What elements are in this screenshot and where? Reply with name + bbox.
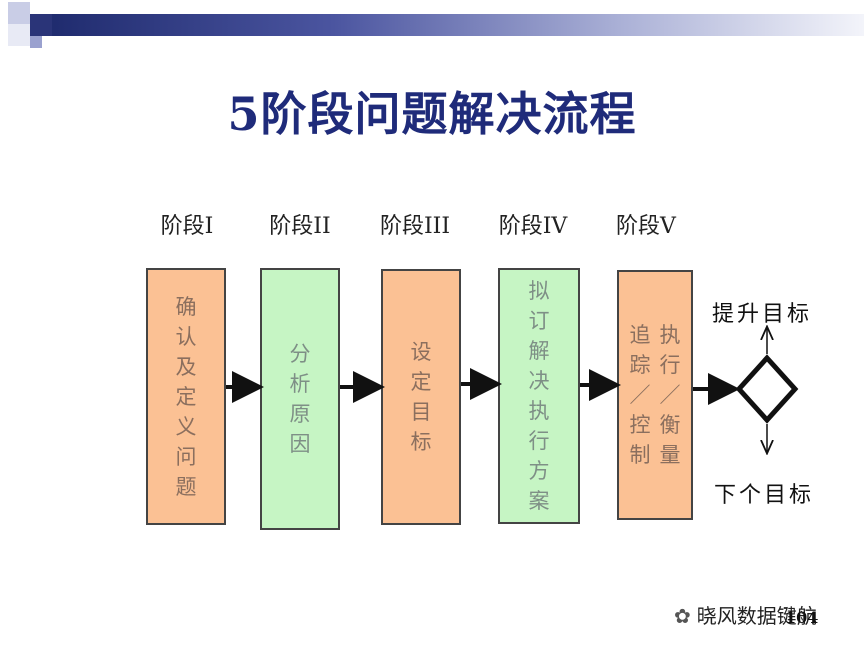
stage-box-5: 追踪／控制 执行／衡量 [617, 270, 693, 520]
stage-box-2: 分析原因 [260, 268, 340, 530]
stage-label-1: 阶段I [160, 214, 214, 239]
watermark: ✿晓风数据键航 [674, 600, 817, 629]
stage-text-3: 设定目标 [410, 340, 432, 454]
decision-down-label: 下个目标 [714, 483, 815, 508]
stage-text-2: 分析原因 [289, 342, 311, 456]
stage-label-4: 阶段IV [498, 214, 568, 239]
stage-box-4: 拟订解决执行方案 [498, 268, 580, 524]
header-gradient-bar [48, 14, 864, 36]
deco-square [8, 24, 30, 46]
stage-label-3: 阶段III [379, 214, 451, 239]
deco-square [8, 2, 30, 24]
wechat-icon: ✿ [674, 604, 691, 628]
decision-up-label: 提升目标 [712, 302, 813, 327]
stage-text-5b: 执行／衡量 [659, 323, 681, 467]
watermark-text: 晓风数据键航 [696, 604, 817, 628]
page-title: 5阶段问题解决流程 [227, 87, 637, 141]
deco-square [30, 36, 42, 48]
decision-diamond [735, 354, 799, 424]
deco-square [30, 14, 52, 36]
header-band [0, 0, 864, 52]
stage-label-2: 阶段II [269, 214, 331, 239]
stage-text-1: 确认及定义问题 [175, 294, 197, 499]
page-number: 104 [785, 608, 819, 627]
stage-text-4: 拟订解决执行方案 [528, 279, 550, 513]
stage-text-5a: 追踪／控制 [629, 323, 651, 467]
stage-text-columns-5: 追踪／控制 执行／衡量 [629, 320, 681, 470]
stage-box-1: 确认及定义问题 [146, 268, 226, 525]
stage-label-5: 阶段V [616, 214, 676, 239]
